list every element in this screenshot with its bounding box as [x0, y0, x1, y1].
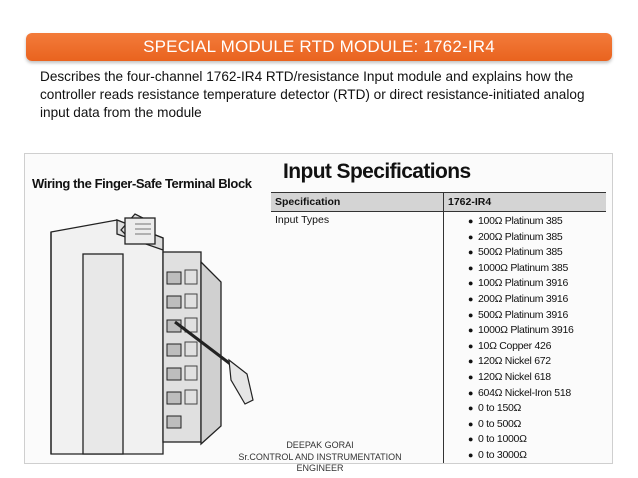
list-item: ●100Ω Platinum 3916	[468, 277, 569, 290]
list-item: ●0 to 150Ω	[468, 402, 522, 415]
row-label: Input Types	[271, 211, 444, 463]
terminal-block-illustration	[50, 213, 254, 455]
list-item: ●200Ω Platinum 3916	[468, 292, 569, 305]
spec-table-header: Specification 1762-IR4	[271, 192, 606, 212]
module-figure: Wiring the Finger-Safe Terminal Block	[24, 153, 613, 464]
title-bar: SPECIAL MODULE RTD MODULE: 1762-IR4	[26, 33, 612, 61]
header-model: 1762-IR4	[443, 192, 606, 212]
spec-table: Specification 1762-IR4 Input Types ●100Ω…	[271, 192, 607, 464]
input-types-list: ●100Ω Platinum 385 ●200Ω Platinum 385 ●5…	[448, 214, 602, 463]
list-item: ●100Ω Platinum 385	[468, 215, 563, 227]
slide-title: SPECIAL MODULE RTD MODULE: 1762-IR4	[143, 37, 495, 56]
spec-title: Input Specifications	[283, 160, 471, 183]
list-item: ●1000Ω Platinum 3916	[468, 324, 574, 337]
slide-description: Describes the four-channel 1762-IR4 RTD/…	[40, 69, 585, 120]
list-item: ●0 to 1000Ω	[468, 433, 527, 446]
list-item: ●500Ω Platinum 3916	[468, 308, 569, 321]
specifications-panel: Input Specifications Specification 1762-…	[263, 154, 612, 463]
author-footer: DEEPAK GORAI Sr.CONTROL AND INSTRUMENTAT…	[230, 440, 410, 475]
wiring-panel: Wiring the Finger-Safe Terminal Block	[25, 154, 257, 463]
table-row: Input Types ●100Ω Platinum 385 ●200Ω Pla…	[271, 211, 607, 464]
footer-line: ENGINEER	[296, 463, 344, 473]
list-item: ●0 to 500Ω	[468, 417, 522, 430]
footer-line: Sr.CONTROL AND INSTRUMENTATION	[238, 451, 402, 462]
list-item: ●0 to 3000Ω	[468, 448, 527, 461]
list-item: ●1000Ω Platinum 385	[468, 261, 569, 274]
header-specification: Specification	[271, 192, 444, 212]
list-item: ●120Ω Nickel 618	[468, 370, 551, 383]
list-item: ●200Ω Platinum 385	[468, 230, 563, 243]
wiring-title: Wiring the Finger-Safe Terminal Block	[32, 176, 252, 191]
footer-line: DEEPAK GORAI	[286, 440, 354, 450]
input-types-cell: ●100Ω Platinum 385 ●200Ω Platinum 385 ●5…	[444, 212, 607, 464]
list-item: ●604Ω Nickel-Iron 518	[468, 386, 571, 399]
list-item: ●500Ω Platinum 385	[468, 246, 563, 259]
list-item: ●10Ω Copper 426	[468, 339, 552, 352]
list-item: ●120Ω Nickel 672	[468, 355, 551, 368]
